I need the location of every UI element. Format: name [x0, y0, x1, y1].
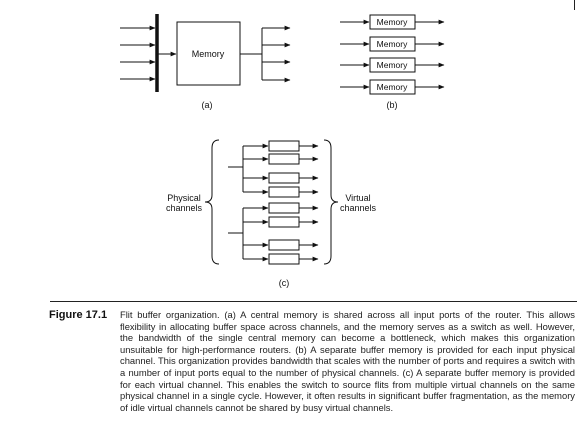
channel-memory-label: Memory: [377, 82, 408, 92]
vc-buffer-box: [268, 186, 300, 198]
channel-memory-label: Memory: [377, 17, 408, 27]
vc-buffer-box: [268, 140, 300, 152]
page-edge-mark: [574, 0, 575, 10]
panel-c-label: (c): [279, 278, 290, 288]
physical-channels-brace: [204, 139, 220, 265]
vc-buffer-box: [268, 202, 300, 214]
central-memory-label: Memory: [192, 49, 225, 59]
figure-17-1-diagram: Memory (a) Memory Memory Memory Memory (…: [120, 14, 445, 288]
panel-b: [340, 14, 445, 95]
vc-buffer-box: [268, 172, 300, 184]
virtual-channels-label: channels: [340, 203, 377, 213]
channel-memory-label: Memory: [377, 60, 408, 70]
figure-label: Figure 17.1: [49, 309, 108, 321]
panel-a-label: (a): [202, 100, 213, 110]
virtual-channels-brace: [323, 139, 339, 265]
panel-c: [204, 139, 339, 265]
panel-a: [120, 14, 291, 92]
virtual-channels-label: Virtual: [345, 193, 370, 203]
panel-b-label: (b): [387, 100, 398, 110]
vc-buffer-box: [268, 239, 300, 251]
caption-rule: [50, 301, 577, 302]
vc-buffer-box: [268, 253, 300, 265]
figure-caption: Flit buffer organization. (a) A central …: [120, 309, 575, 413]
physical-channels-label: Physical: [167, 193, 201, 203]
vc-buffer-box: [268, 216, 300, 228]
channel-memory-label: Memory: [377, 39, 408, 49]
physical-channels-label: channels: [166, 203, 203, 213]
vc-buffer-box: [268, 153, 300, 165]
